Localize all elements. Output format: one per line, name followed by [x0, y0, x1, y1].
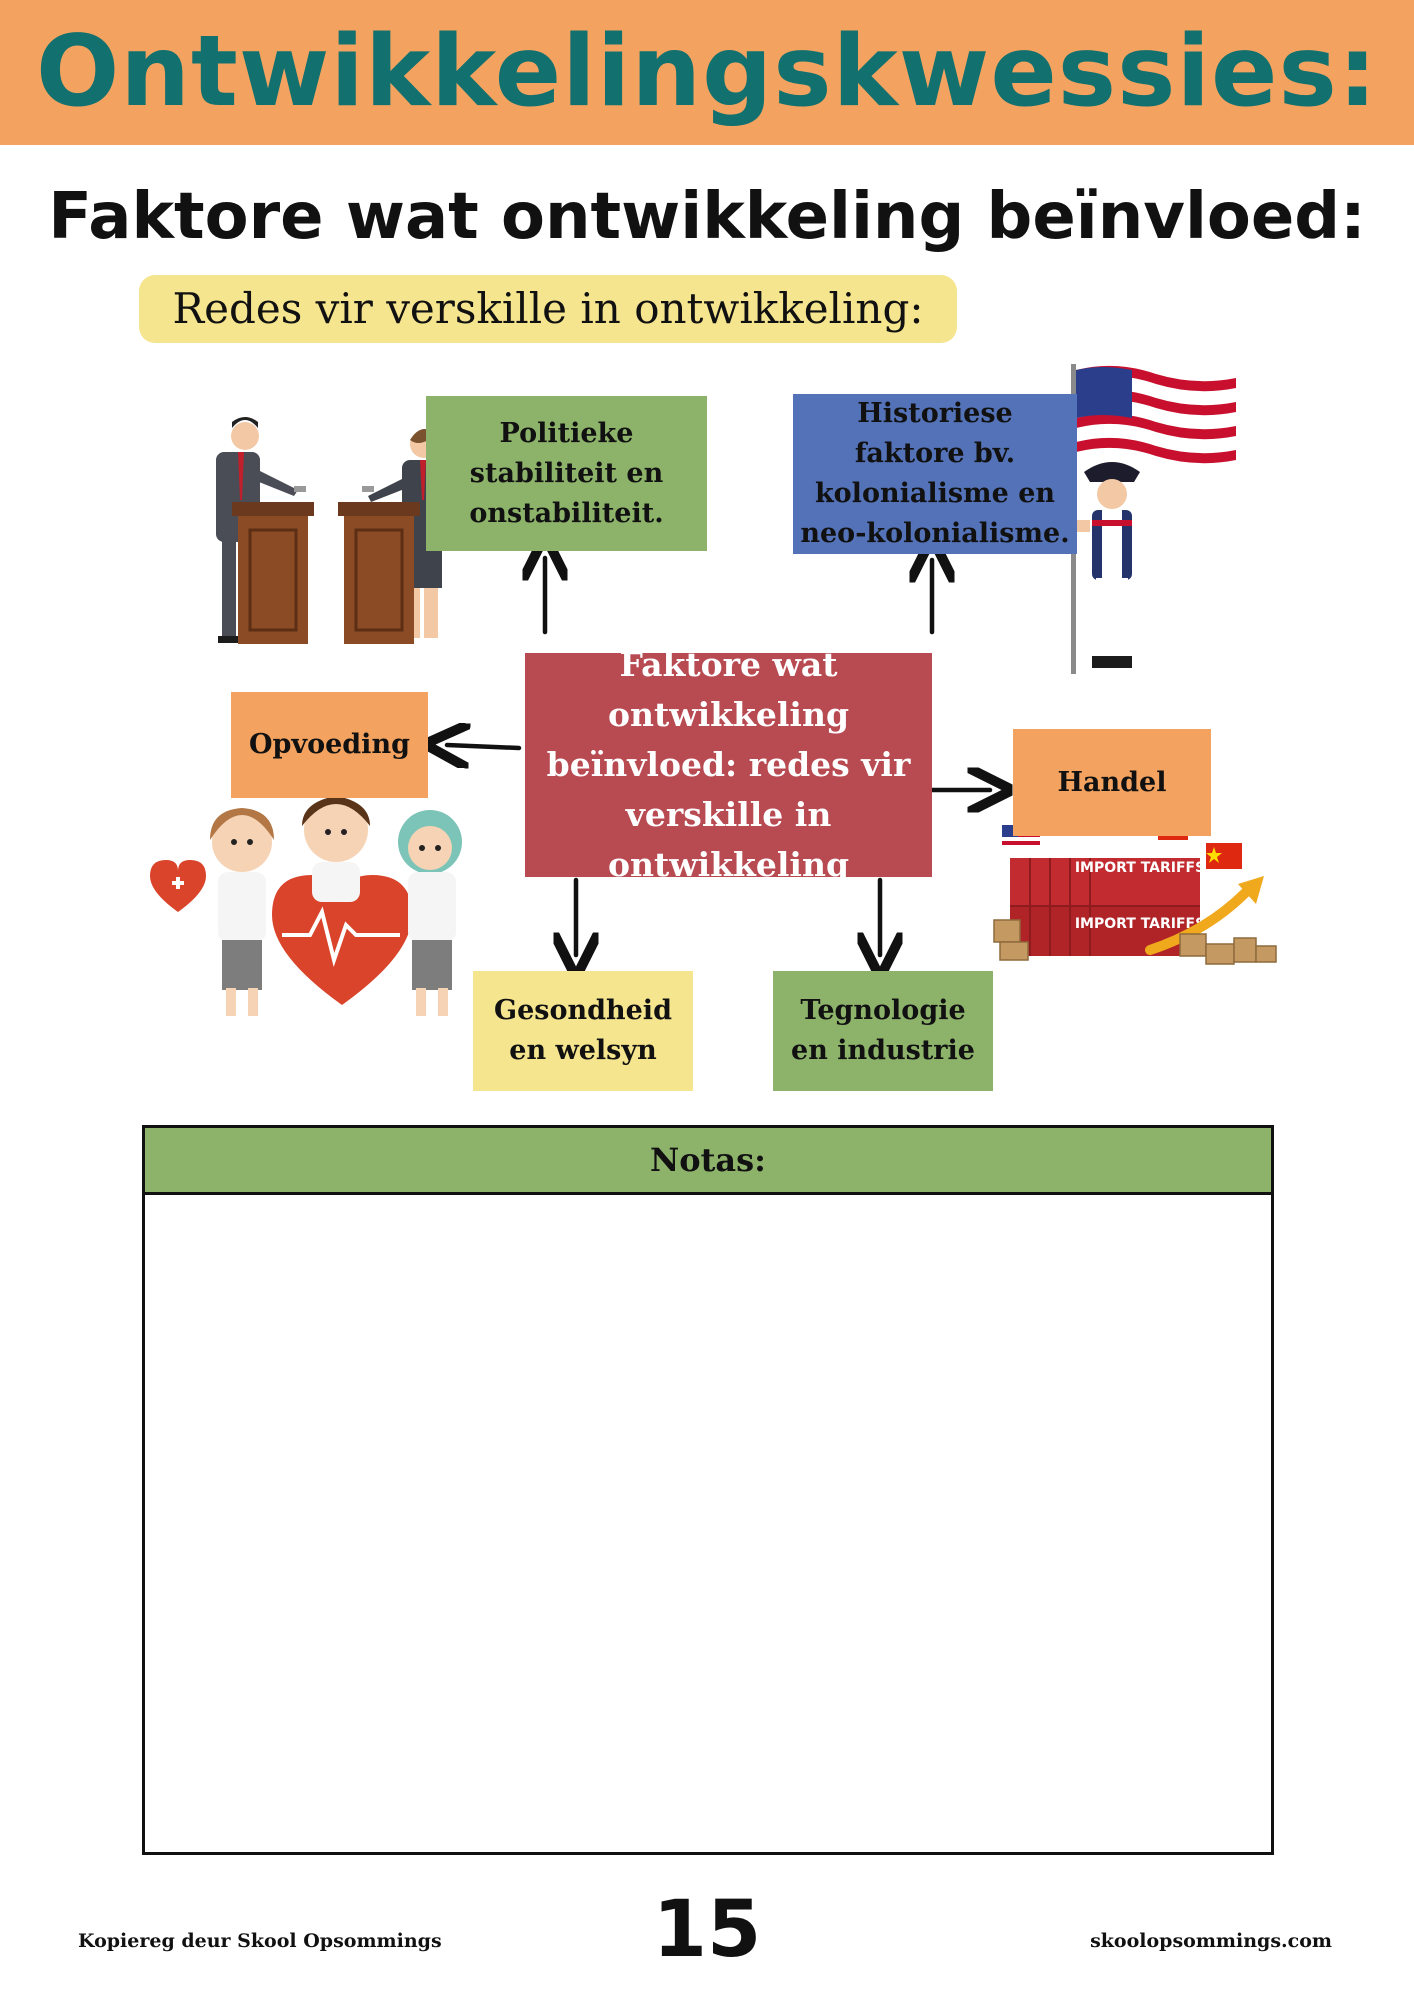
section-label: Redes vir verskille in ontwikkeling: [172, 284, 924, 333]
trend-arrow-icon [1145, 876, 1264, 955]
heart-icon [272, 875, 412, 1005]
page-title: Ontwikkelingskwessies: [35, 15, 1379, 129]
health-workers-illustration [150, 796, 462, 1016]
node-center-label: Faktore wat ontwikkeling beïnvloed: rede… [546, 653, 911, 877]
notes-box: Notas: [142, 1125, 1274, 1855]
page-number: 15 [652, 1885, 762, 1975]
node-history-label: Historiese faktore bv. kolonialisme en n… [800, 398, 1070, 549]
diagram-graphics: IMPORT TARIFFS IMPORT TARIFFS [150, 364, 1277, 1016]
node-history: Historiese faktore bv. kolonialisme en n… [793, 394, 1077, 554]
node-technology-label: Tegnologie en industrie [791, 995, 975, 1066]
footer-copyright: Kopiereg deur Skool Opsommings [78, 1930, 442, 1952]
boxes-icon [993, 919, 1277, 965]
us-flag-icon [1076, 365, 1236, 472]
trade-containers-illustration: IMPORT TARIFFS IMPORT TARIFFS [993, 818, 1277, 965]
node-technology: Tegnologie en industrie [773, 971, 993, 1091]
arrow-to-education [447, 745, 522, 748]
node-health-label: Gesondheid en welsyn [494, 995, 672, 1066]
section-label-pill: Redes vir verskille in ontwikkeling: [139, 275, 957, 343]
arrows [447, 558, 990, 955]
node-trade-label: Handel [1057, 766, 1167, 798]
node-center: Faktore wat ontwikkeling beïnvloed: rede… [525, 653, 932, 877]
footer-website: skoolopsommings.com [1090, 1930, 1332, 1952]
node-politics: Politieke stabiliteit en onstabiliteit. [426, 396, 707, 551]
node-health: Gesondheid en welsyn [473, 971, 693, 1091]
politicians-illustration [216, 417, 444, 644]
node-trade: Handel [1013, 729, 1211, 836]
node-politics-label: Politieke stabiliteit en onstabiliteit. [469, 417, 664, 529]
node-education: Opvoeding [231, 692, 428, 798]
node-education-label: Opvoeding [249, 729, 410, 760]
soldier-flag-illustration [1068, 364, 1236, 674]
header-banner: Ontwikkelingskwessies: [0, 0, 1414, 145]
container-text-1: IMPORT TARIFFS [1075, 860, 1205, 876]
container-text-2: IMPORT TARIFFS [1075, 916, 1205, 932]
notes-writing-area[interactable] [145, 1195, 1271, 1852]
notes-heading: Notas: [145, 1128, 1271, 1195]
page-subtitle: Faktore wat ontwikkeling beïnvloed: [48, 180, 1366, 254]
